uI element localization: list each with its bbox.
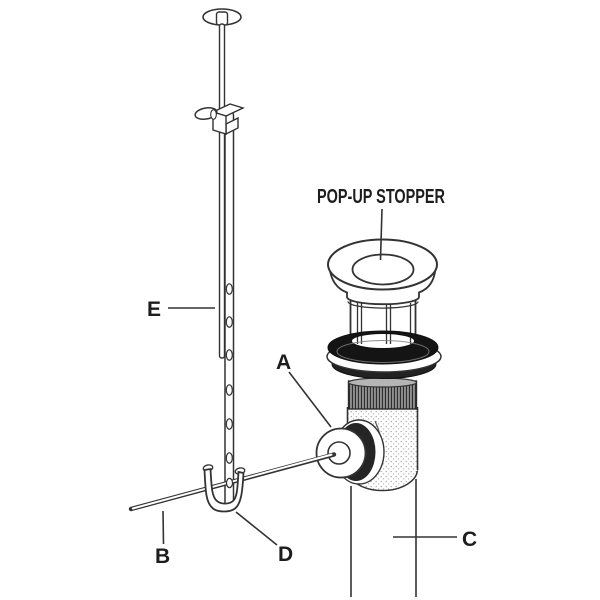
- callout-a: A: [276, 351, 332, 428]
- pivot-nut: [315, 419, 385, 485]
- label-d: D: [278, 543, 293, 566]
- label-c: C: [462, 528, 477, 551]
- callout-b: B: [155, 510, 170, 568]
- lift-rod-knob: [202, 8, 242, 26]
- strap-hole: [225, 316, 233, 328]
- leader-d: [235, 511, 278, 546]
- callout-d: D: [235, 511, 293, 566]
- lift-rod-assembly: [194, 8, 245, 507]
- callout-e: E: [147, 298, 215, 321]
- thumbscrew-shaft: [210, 109, 217, 120]
- strap-rod-hole: [225, 477, 234, 489]
- threaded-collar: [347, 377, 418, 410]
- rod-strap-clamp: [194, 103, 245, 136]
- clevis-strap: [224, 111, 235, 507]
- drain-assembly: [315, 238, 442, 597]
- strap-hole: [225, 384, 233, 396]
- pivot-rod: [128, 452, 337, 512]
- pop-up-stopper-callout: POP-UP STOPPER: [317, 186, 445, 261]
- leader-a: [288, 371, 332, 428]
- tailpiece-pipe: [350, 479, 417, 597]
- strap-hole: [225, 283, 233, 295]
- pop-up-stopper-label: POP-UP STOPPER: [317, 186, 445, 208]
- leader-b: [162, 510, 165, 545]
- label-b: B: [155, 545, 170, 568]
- pop-up-stopper-leader: [379, 208, 383, 261]
- rubber-gasket: [327, 330, 439, 365]
- strap-hole: [225, 418, 233, 430]
- stopper-top-dome: [351, 253, 415, 286]
- lift-rod: [218, 23, 226, 359]
- pivot-nut-socket: [327, 441, 351, 465]
- label-e: E: [147, 298, 161, 321]
- callouts: POP-UP STOPPER E A B D C: [147, 186, 477, 568]
- callout-c: C: [393, 528, 477, 551]
- strap-hole: [225, 452, 233, 464]
- strap-hole: [225, 349, 233, 361]
- stopper-flange: [327, 238, 438, 309]
- label-a: A: [276, 351, 291, 374]
- spring-clip: [202, 464, 246, 513]
